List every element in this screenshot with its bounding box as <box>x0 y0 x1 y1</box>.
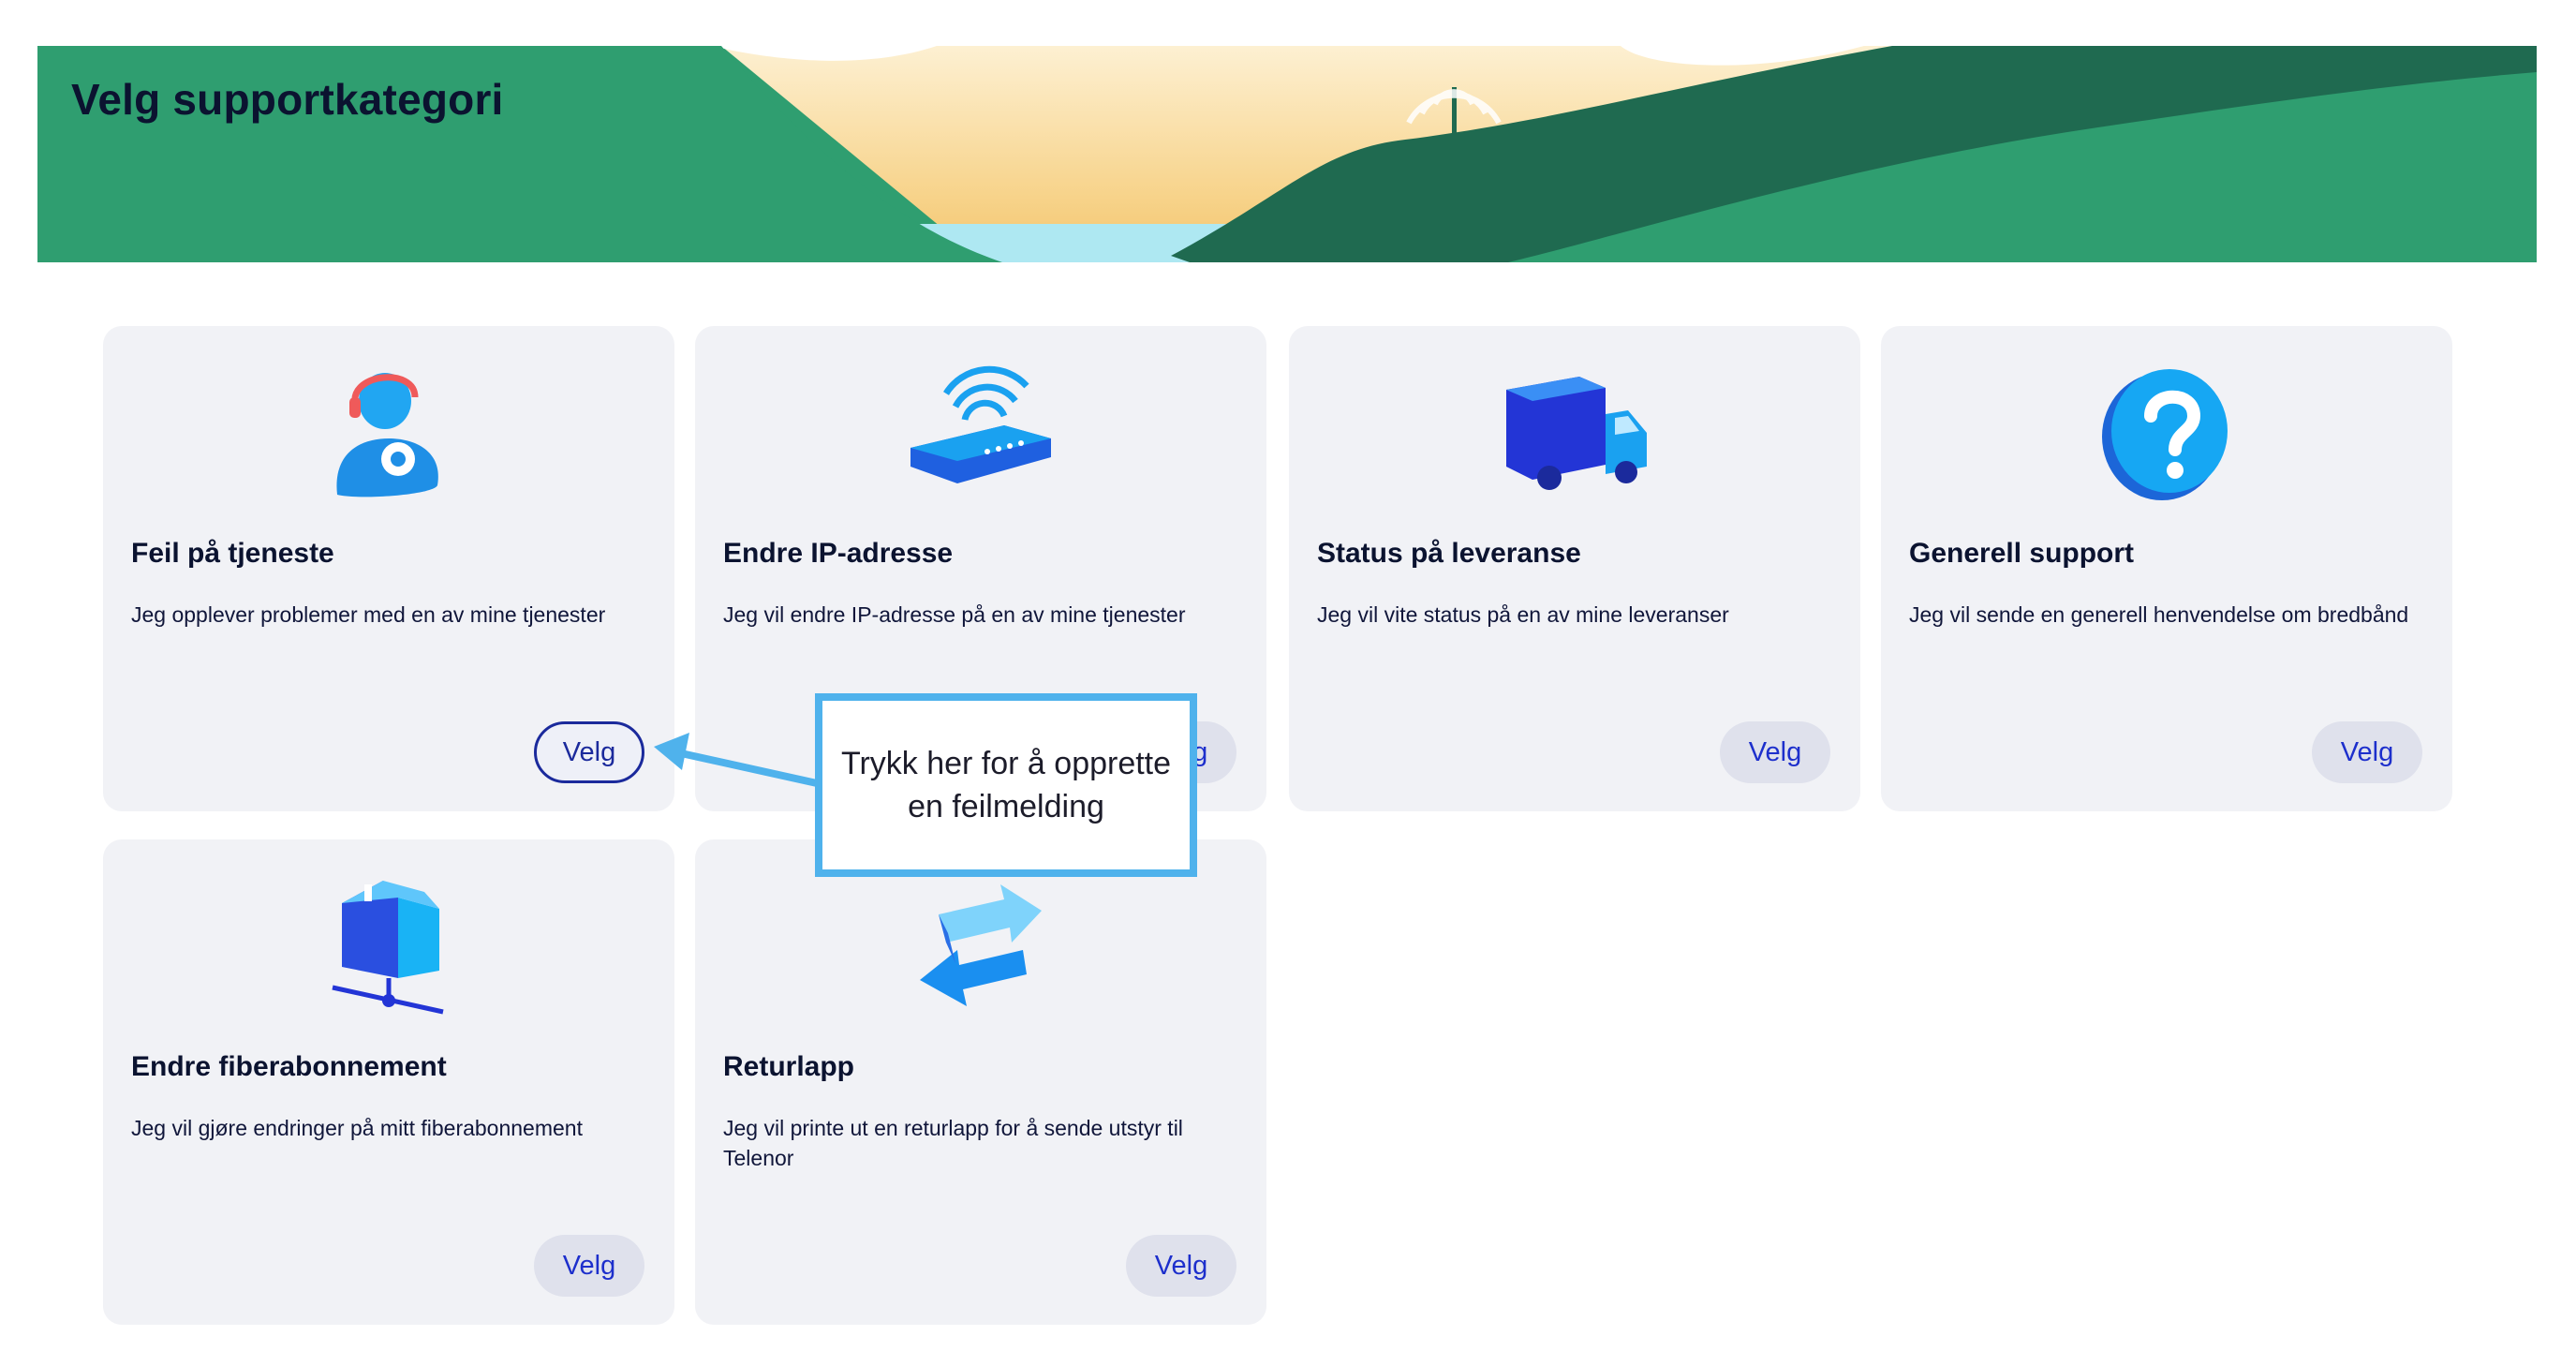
delivery-truck-icon <box>1289 364 1860 504</box>
card-generell-support: Generell support Jeg vil sende en genere… <box>1881 326 2452 811</box>
card-description: Jeg vil sende en generell henvendelse om… <box>1909 602 2409 627</box>
fiber-house-icon <box>103 877 674 1017</box>
landscape-illustration <box>37 46 2537 262</box>
velg-button-fiber[interactable]: Velg <box>534 1235 644 1297</box>
card-title: Feil på tjeneste <box>131 538 334 569</box>
card-feil-pa-tjeneste: Feil på tjeneste Jeg opplever problemer … <box>103 326 674 811</box>
card-endre-fiberabonnement: Endre fiberabonnement Jeg vil gjøre endr… <box>103 839 674 1325</box>
tutorial-callout: Trykk her for å opprette en feilmelding <box>815 693 1197 877</box>
page-title: Velg supportkategori <box>71 75 504 124</box>
card-description: Jeg vil printe ut en returlapp for å sen… <box>723 1116 1183 1170</box>
velg-button-retur[interactable]: Velg <box>1126 1235 1236 1297</box>
card-title: Generell support <box>1909 538 2135 569</box>
card-title: Returlapp <box>723 1051 855 1082</box>
card-description: Jeg vil vite status på en av mine levera… <box>1317 602 1729 627</box>
support-agent-icon <box>103 364 674 504</box>
card-returlapp: Returlapp Jeg vil printe ut en returlapp… <box>695 839 1266 1325</box>
router-icon <box>695 364 1266 504</box>
velg-button-status[interactable]: Velg <box>1720 721 1830 783</box>
card-title: Endre fiberabonnement <box>131 1051 447 1082</box>
card-description: Jeg opplever problemer med en av mine tj… <box>131 602 606 627</box>
header-banner: Velg supportkategori <box>37 46 2537 262</box>
card-status-pa-leveranse: Status på leveranse Jeg vil vite status … <box>1289 326 1860 811</box>
return-arrows-icon <box>695 877 1266 1017</box>
callout-text: Trykk her for å opprette en feilmelding <box>840 746 1172 824</box>
question-mark-icon <box>1881 364 2452 504</box>
card-title: Status på leveranse <box>1317 538 1581 569</box>
card-title: Endre IP-adresse <box>723 538 954 569</box>
velg-button-feil[interactable]: Velg <box>534 721 644 783</box>
card-description: Jeg vil endre IP-adresse på en av mine t… <box>723 602 1186 627</box>
card-description: Jeg vil gjøre endringer på mitt fiberabo… <box>131 1116 583 1140</box>
velg-button-generell[interactable]: Velg <box>2312 721 2422 783</box>
